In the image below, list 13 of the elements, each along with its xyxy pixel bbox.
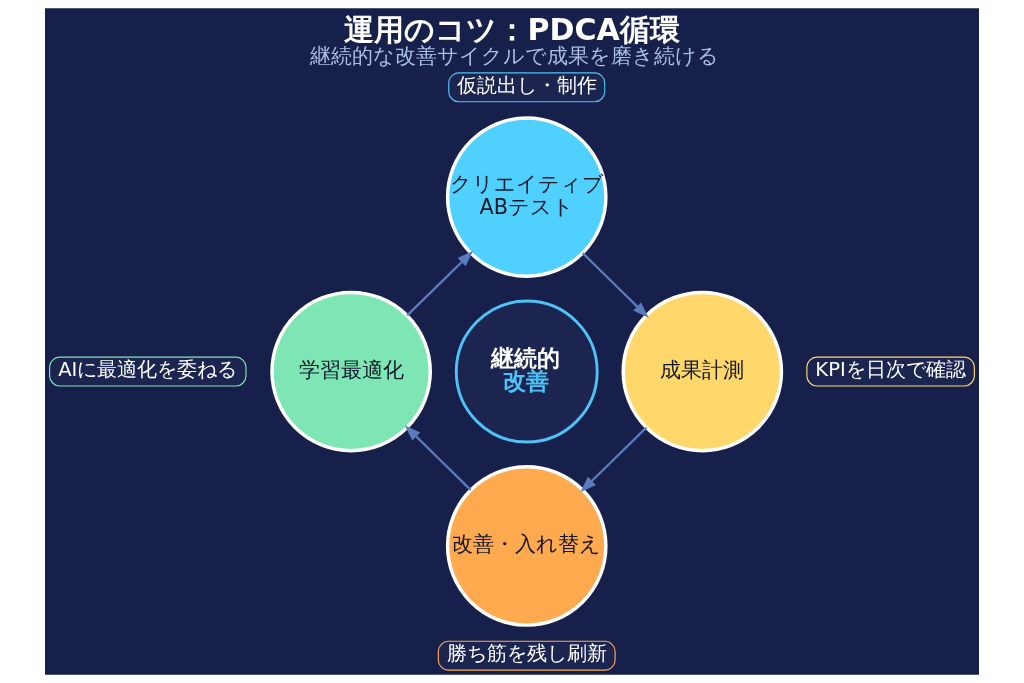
- node-circle: クリエイティブ ABテスト: [445, 116, 608, 278]
- arrow: [406, 250, 474, 317]
- arrow: [581, 252, 649, 318]
- arrow: [404, 425, 472, 491]
- node-circle: 成果計測: [621, 290, 784, 453]
- node-circle: 学習最適化: [270, 290, 432, 453]
- node-box: KPIを日次で確認: [806, 356, 975, 387]
- node-circle: 継続的 改善: [454, 299, 599, 444]
- node-box: AIに最適化を委ねる: [49, 356, 247, 387]
- node-box: 仮説出し・制作: [448, 72, 606, 103]
- node-box: 勝ち筋を残し刷新: [437, 640, 616, 671]
- arrow: [580, 426, 648, 493]
- node-circle: 改善・入れ替え: [445, 465, 608, 627]
